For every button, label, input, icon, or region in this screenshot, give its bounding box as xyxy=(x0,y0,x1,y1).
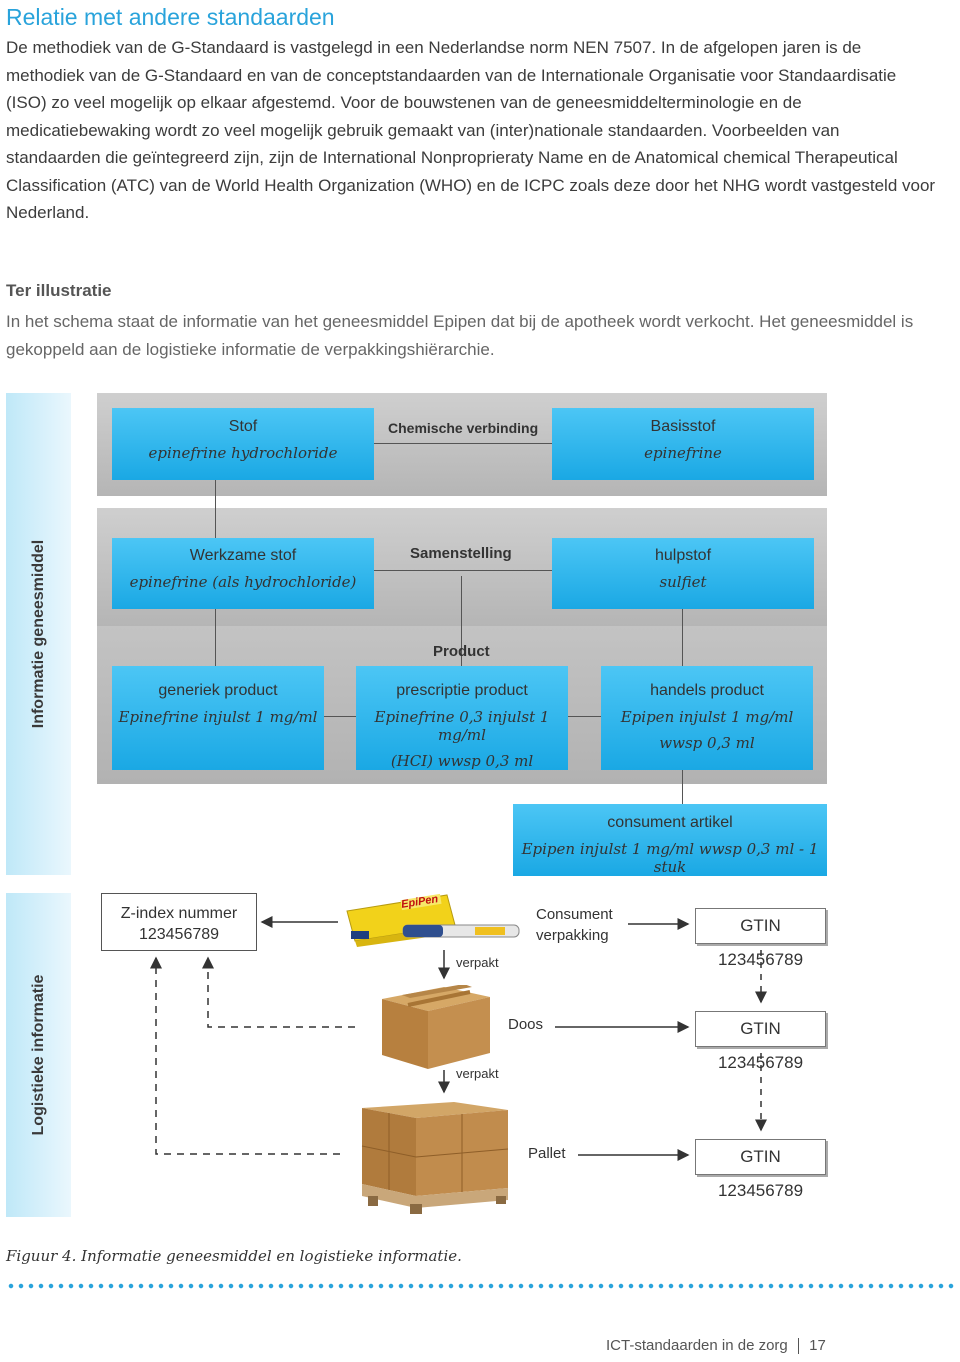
prescriptie-value: Epinefrine 0,3 injulst 1 mg/ml xyxy=(374,708,550,744)
gtin-consument: GTIN 123456789 xyxy=(695,908,826,969)
samenstelling-down-connector xyxy=(461,576,462,666)
werkzame-stof-box: Werkzame stof epinefrine (als hydrochlor… xyxy=(112,538,374,609)
footer: ICT-standaarden in de zorg 17 xyxy=(606,1337,826,1355)
chem-connector xyxy=(374,443,552,444)
prescriptie-handels-connector xyxy=(568,716,601,717)
prescriptie-product-box: prescriptie product Epinefrine 0,3 injul… xyxy=(356,666,568,770)
samenstelling-connector xyxy=(374,570,552,571)
basisstof-box: Basisstof epinefrine xyxy=(552,408,814,480)
footer-divider xyxy=(797,1338,799,1355)
basisstof-value: epinefrine xyxy=(644,444,722,462)
gtin-pallet: GTIN 123456789 xyxy=(695,1139,826,1200)
chem-label: Chemische verbinding xyxy=(388,420,539,436)
handels-product-box: handels product Epipen injulst 1 mg/ml w… xyxy=(601,666,813,770)
generiek-prescriptie-connector xyxy=(324,716,356,717)
sidebar-informatie-geneesmiddel: Informatie geneesmiddel xyxy=(6,393,71,875)
stof-value: epinefrine hydrochloride xyxy=(148,444,338,462)
hulpstof-box: hulpstof sulfiet xyxy=(552,538,814,609)
prescriptie-title: prescriptie product xyxy=(396,682,528,699)
dashed-doos-zindex xyxy=(202,956,355,1028)
epipen-image: EpiPen xyxy=(343,893,523,947)
consument-artikel-box: consument artikel Epipen injulst 1 mg/ml… xyxy=(513,804,827,876)
doos-image xyxy=(380,984,492,1071)
pallet-image xyxy=(358,1100,510,1214)
intro-paragraph: De methodiek van de G-Standaard is vastg… xyxy=(6,38,936,222)
werkzame-value: epinefrine (als hydrochloride) xyxy=(129,573,357,591)
sidebar-logistieke-informatie: Logistieke informatie xyxy=(6,893,71,1217)
verpakt-label-2: verpakt xyxy=(456,1066,499,1081)
stof-box: Stof epinefrine hydrochloride xyxy=(112,408,374,480)
dotted-separator xyxy=(6,1283,956,1289)
consument-verpakking-line2: verpakking xyxy=(536,927,609,944)
figure-caption: Figuur 4. Informatie geneesmiddel en log… xyxy=(6,1247,462,1265)
hulpstof-down-connector xyxy=(682,609,683,666)
samenstelling-label: Samenstelling xyxy=(410,545,512,562)
illustration-title: Ter illustratie xyxy=(6,281,112,300)
product-label: Product xyxy=(433,643,490,660)
handels-artikel-connector xyxy=(682,770,683,804)
doos-label: Doos xyxy=(508,1016,544,1033)
zindex-box: Z-index nummer 123456789 xyxy=(101,893,257,951)
consument-artikel-title: consument artikel xyxy=(607,814,733,831)
consument-verpakking-label: Consument verpakking xyxy=(536,904,613,946)
verpakt-label-1: verpakt xyxy=(456,955,499,970)
dashed-pallet-zindex xyxy=(150,956,340,1155)
zindex-line2: 123456789 xyxy=(138,926,220,943)
consument-verpakking-line1: Consument xyxy=(536,906,613,923)
page-number: 17 xyxy=(809,1337,826,1354)
handels-value2: wwsp 0,3 ml xyxy=(659,734,755,752)
stof-down-connector xyxy=(215,480,216,538)
section-heading: Relatie met andere standaarden xyxy=(6,4,335,30)
hulpstof-value: sulfiet xyxy=(659,573,707,591)
werkzame-down-connector xyxy=(215,609,216,666)
pallet-label: Pallet xyxy=(528,1145,566,1162)
zindex-line1: Z-index nummer xyxy=(120,905,238,922)
stof-title: Stof xyxy=(228,418,258,435)
basisstof-title: Basisstof xyxy=(650,418,716,435)
generiek-value: Epinefrine injulst 1 mg/ml xyxy=(118,708,318,726)
hulpstof-title: hulpstof xyxy=(654,547,712,564)
gtin-doos: GTIN 123456789 xyxy=(695,1011,826,1072)
generiek-title: generiek product xyxy=(158,682,278,699)
handels-value: Epipen injulst 1 mg/ml xyxy=(620,708,794,726)
illustration-text: In het schema staat de informatie van he… xyxy=(6,312,914,359)
generiek-product-box: generiek product Epinefrine injulst 1 mg… xyxy=(112,666,324,770)
handels-title: handels product xyxy=(650,682,764,699)
prescriptie-value2: (HCI) wwsp 0,3 ml xyxy=(390,752,534,770)
footer-title: ICT-standaarden in de zorg xyxy=(606,1337,788,1354)
consument-artikel-value: Epipen injulst 1 mg/ml wwsp 0,3 ml - 1 s… xyxy=(521,840,819,876)
werkzame-title: Werkzame stof xyxy=(189,547,297,564)
